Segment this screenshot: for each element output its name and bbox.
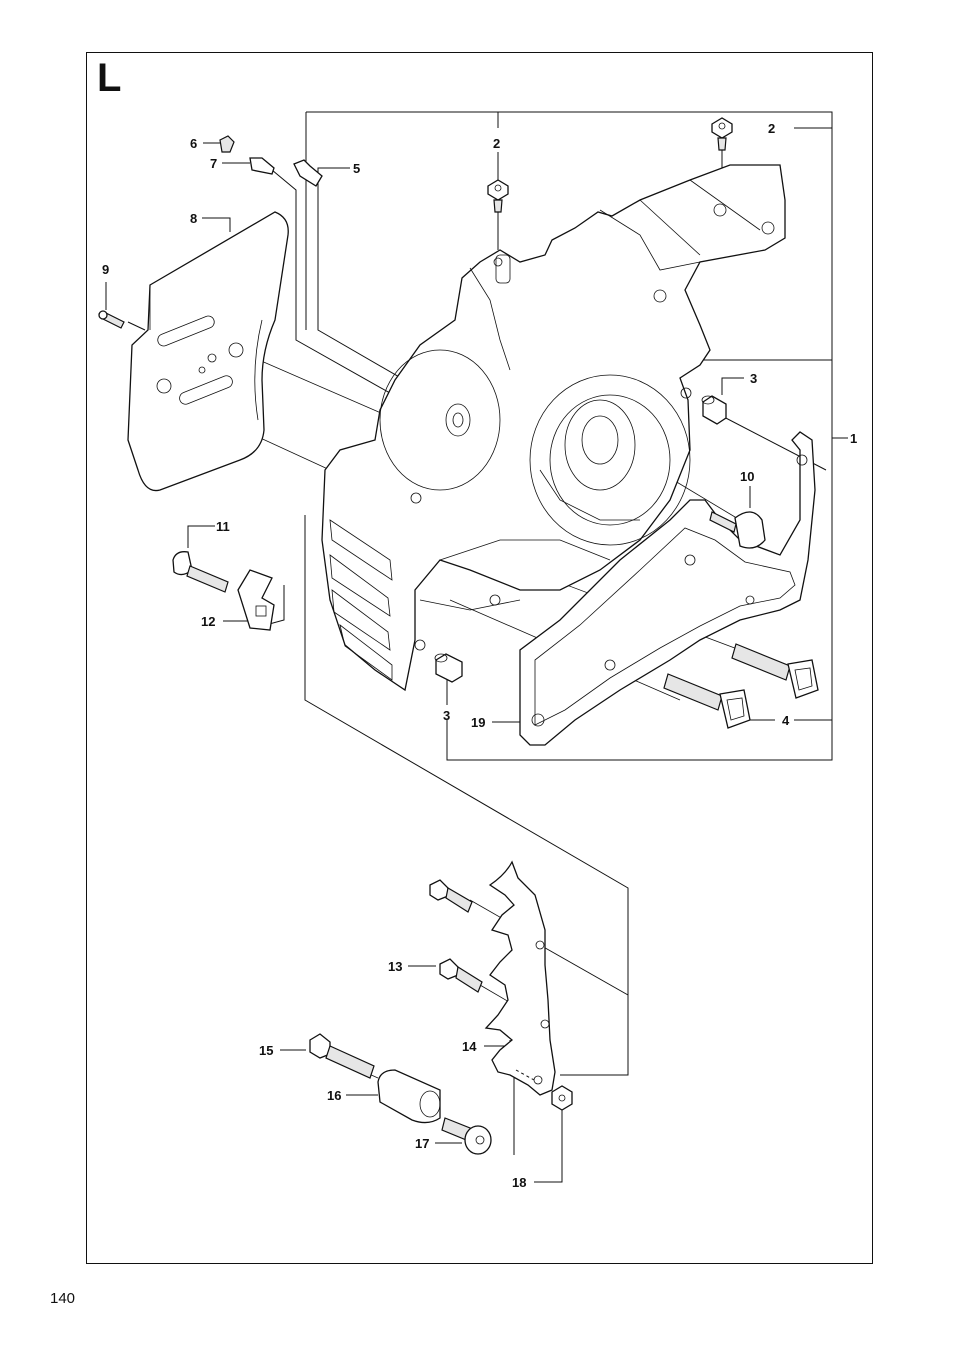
part-4-bolt-lower (664, 674, 750, 728)
callout-3-upper: 3 (750, 371, 757, 386)
callout-4: 4 (782, 713, 790, 728)
callout-8: 8 (190, 211, 197, 226)
callout-18: 18 (512, 1175, 526, 1190)
callout-11: 11 (216, 519, 230, 534)
part-3-sleeve-lower (435, 654, 462, 682)
callout-10: 10 (740, 469, 754, 484)
callout-3-lower: 3 (443, 708, 450, 723)
part-17-rivet (442, 1118, 491, 1154)
callout-13: 13 (388, 959, 402, 974)
callout-12: 12 (201, 614, 215, 629)
part-16-spacer (378, 1070, 440, 1123)
callout-2-right: 2 (768, 121, 775, 136)
callout-2-center: 2 (493, 136, 500, 151)
callout-5: 5 (353, 161, 360, 176)
part-15-bolt (310, 1034, 374, 1078)
part-5-stud (294, 160, 322, 186)
callout-17: 17 (415, 1136, 429, 1151)
part-11-bolt (173, 552, 228, 592)
callout-16: 16 (327, 1088, 341, 1103)
callout-14: 14 (462, 1039, 477, 1054)
part-2-screw-right (712, 118, 732, 150)
part-9-screw (99, 311, 124, 328)
part-3-sleeve-upper (702, 396, 726, 424)
callout-7: 7 (210, 156, 217, 171)
part-13-bolt-lower (440, 959, 482, 992)
part-7-pin (250, 158, 274, 174)
part-18-nut (552, 1086, 572, 1110)
part-13-bolt-upper (430, 880, 472, 912)
part-2-screw-center (488, 180, 508, 212)
callout-15: 15 (259, 1043, 273, 1058)
callout-9: 9 (102, 262, 109, 277)
part-4-bolt-upper (732, 644, 818, 698)
part-14-bumper-spike (486, 862, 555, 1095)
part-6-nut (220, 136, 234, 152)
callout-1: 1 (850, 431, 857, 446)
callout-19: 19 (471, 715, 485, 730)
part-8-guide-plate (128, 212, 288, 491)
callout-6: 6 (190, 136, 197, 151)
